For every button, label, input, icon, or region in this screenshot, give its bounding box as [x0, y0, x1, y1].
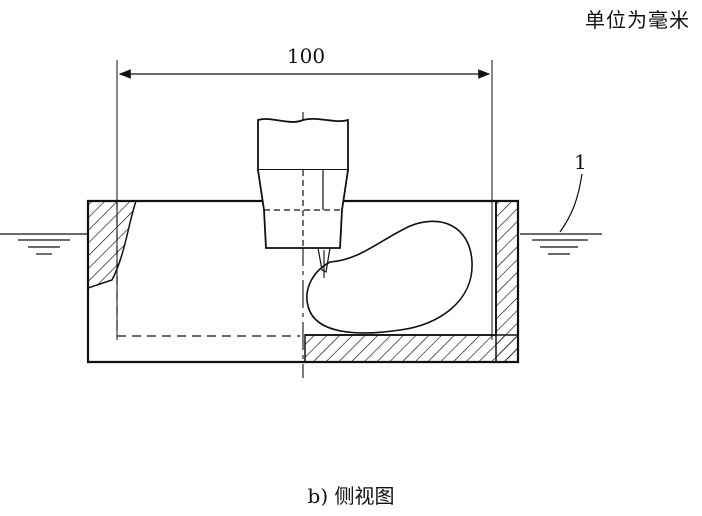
callout-leader: [560, 174, 582, 232]
left-wall-hatch: [88, 201, 136, 288]
probe: [258, 119, 348, 278]
dimension-label: 100: [286, 44, 326, 68]
unit-note: 单位为毫米: [585, 8, 690, 32]
inner-wall-right: [305, 201, 496, 335]
callout-label: 1: [574, 150, 587, 174]
beam-lobe: [307, 221, 472, 333]
water-level-left: [0, 234, 88, 254]
water-level-right: [520, 234, 602, 254]
hidden-lines: [117, 201, 300, 336]
bottom-floor-hatch: [305, 335, 518, 362]
figure-caption: b) 侧视图: [307, 484, 395, 508]
